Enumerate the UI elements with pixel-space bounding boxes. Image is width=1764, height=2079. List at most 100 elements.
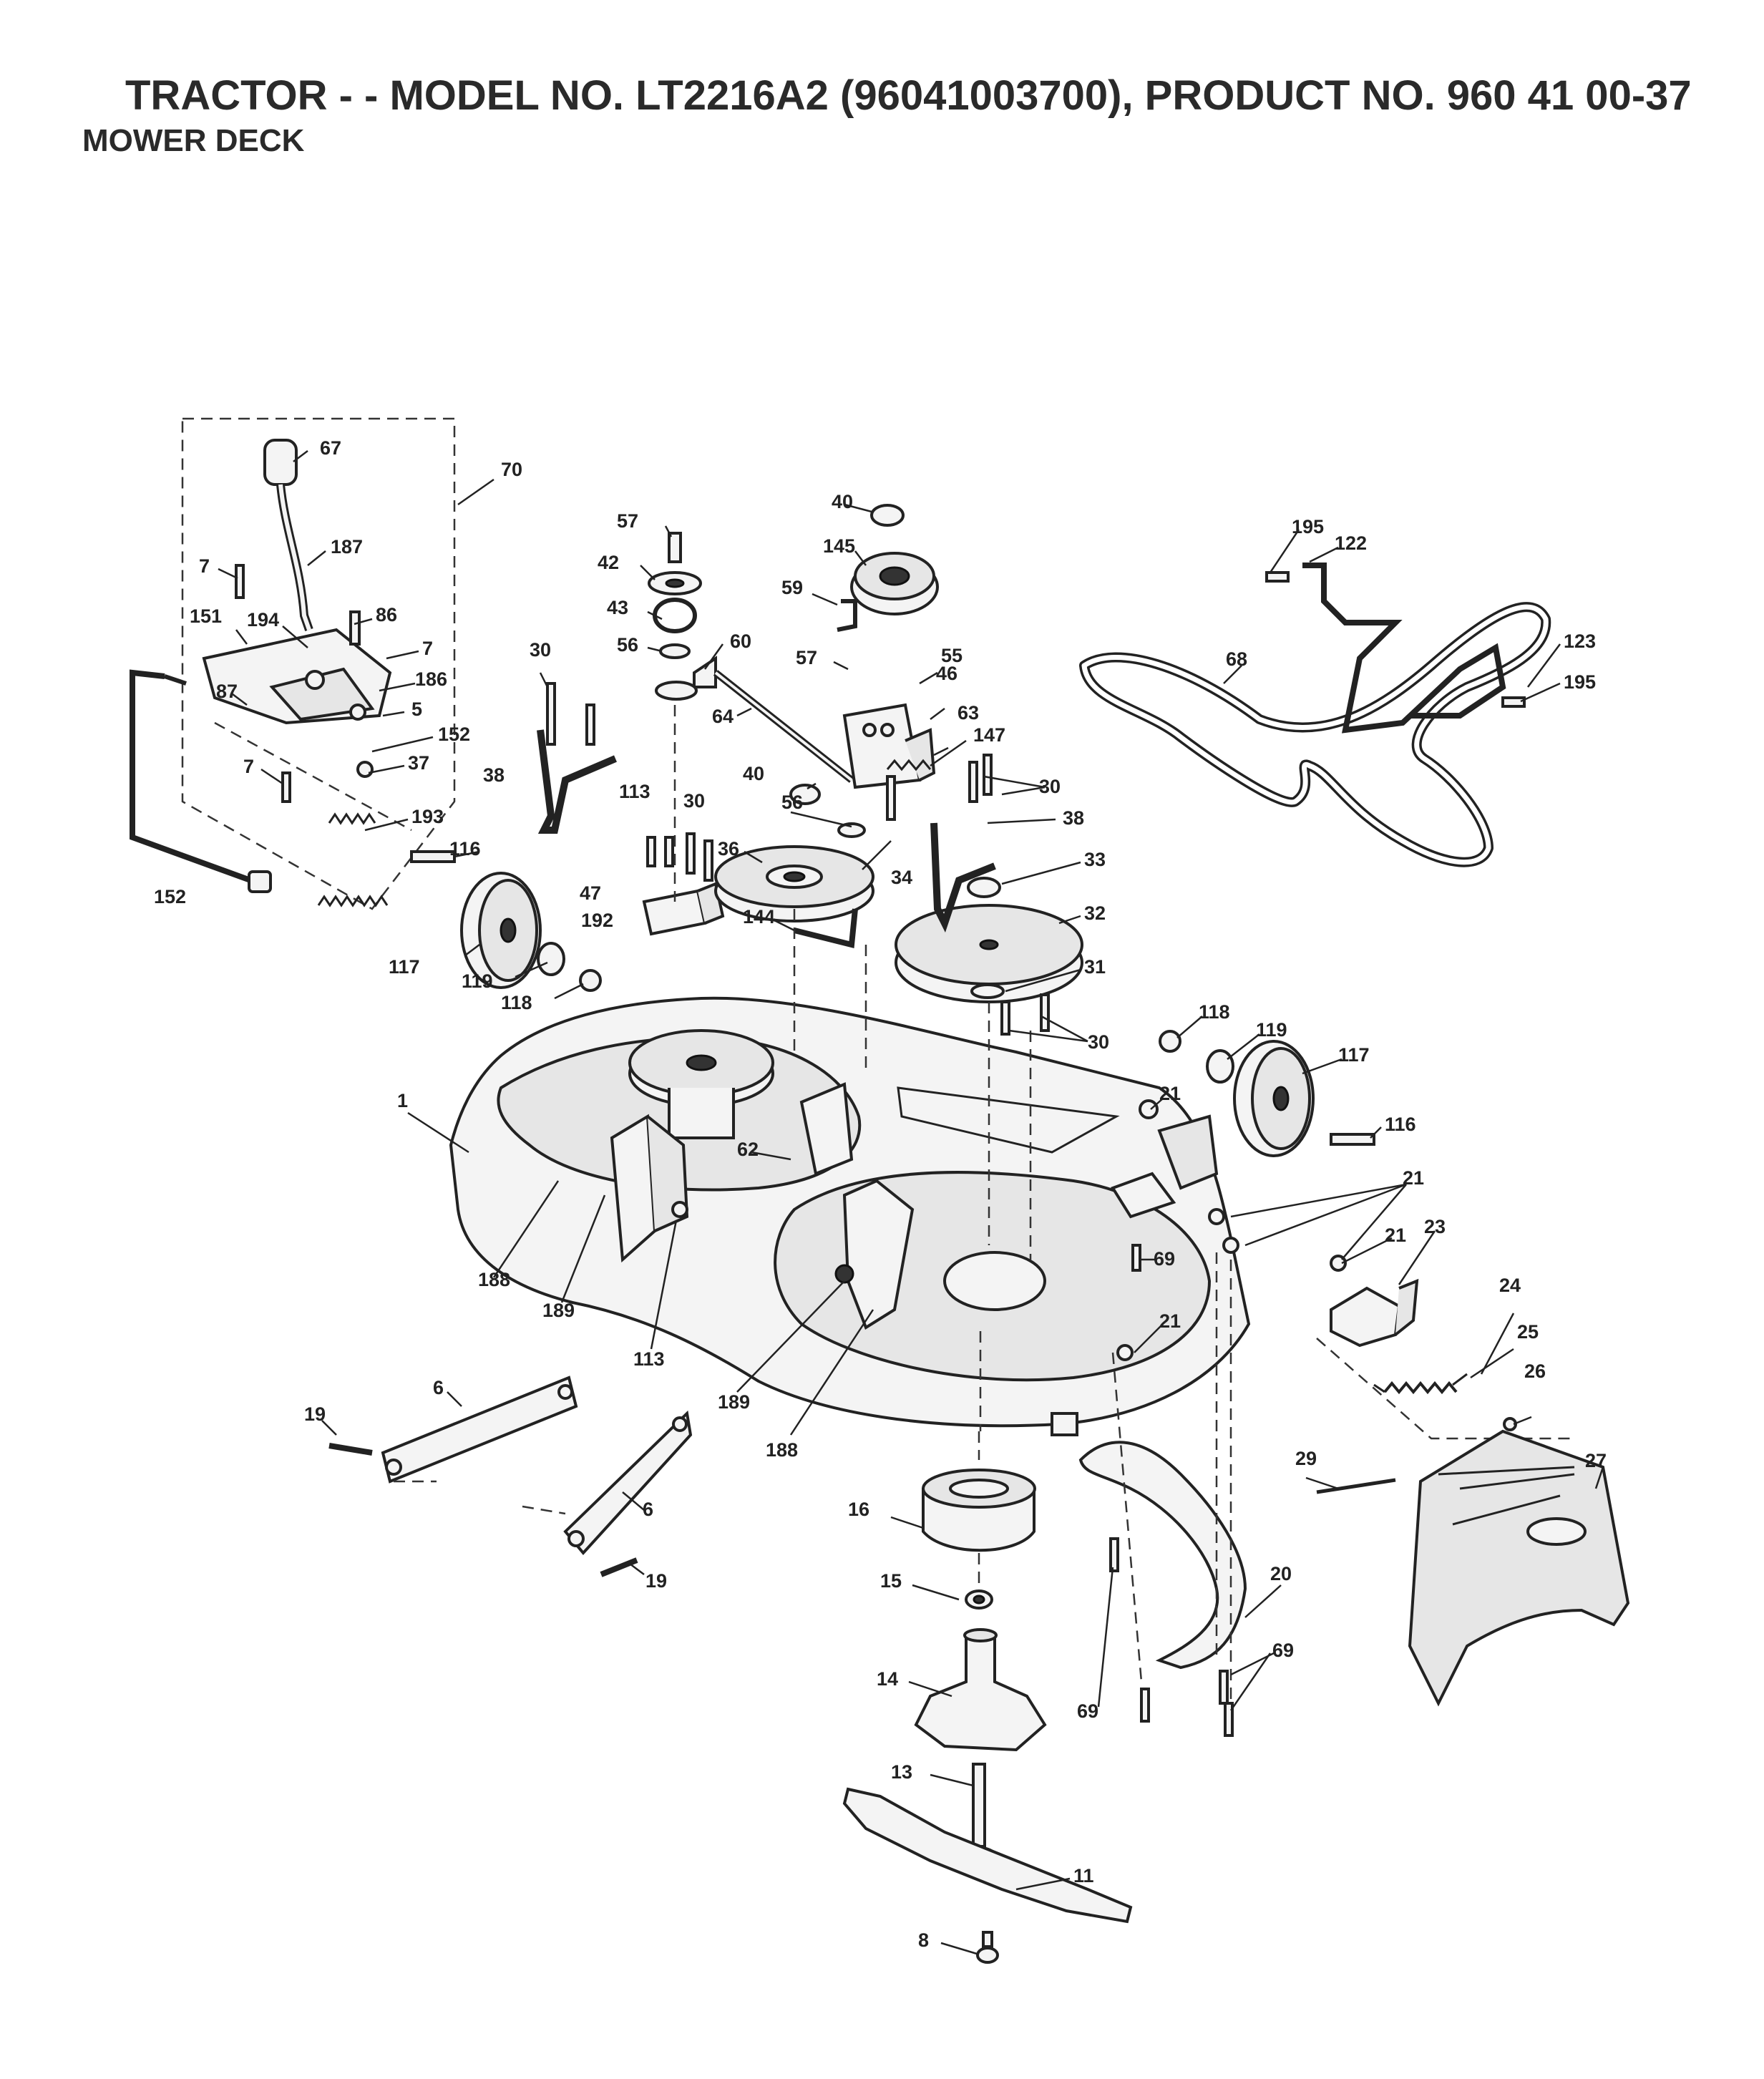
- gauge-wheel-left: [410, 850, 602, 992]
- callout-label: 69: [1077, 1700, 1098, 1722]
- callout-label: 7: [199, 555, 210, 577]
- callout-label: 5: [411, 698, 422, 720]
- callout-label: 42: [598, 552, 619, 573]
- callout-label: 30: [1088, 1031, 1109, 1053]
- callout-label: 189: [542, 1300, 575, 1321]
- callout-labels: 67 70 187 7 86 151 194 7 186 87 5 152 37…: [154, 437, 1607, 1951]
- idler-pulley-36: [714, 775, 896, 949]
- callout-label: 36: [718, 838, 739, 860]
- callout-label: 118: [501, 992, 532, 1013]
- callout-label: 119: [1256, 1019, 1287, 1041]
- discharge-assembly: [1078, 1099, 1630, 1737]
- callout-label: 37: [408, 752, 429, 774]
- callout-label: 20: [1270, 1563, 1292, 1584]
- callout-label: 11: [1073, 1865, 1094, 1886]
- lift-lever-assembly: [130, 417, 456, 910]
- callout-label: 26: [1524, 1360, 1546, 1382]
- callout-label: 87: [216, 681, 238, 702]
- callout-label: 70: [501, 459, 522, 480]
- callout-label: 38: [1063, 807, 1084, 829]
- callout-label: 195: [1564, 671, 1596, 693]
- callout-label: 6: [433, 1377, 444, 1398]
- callout-label: 187: [331, 536, 363, 558]
- callout-label: 40: [832, 491, 853, 512]
- callout-label: 40: [743, 763, 764, 784]
- callout-label: 33: [1084, 849, 1106, 870]
- callout-label: 8: [918, 1929, 929, 1951]
- callout-label: 113: [633, 1348, 665, 1370]
- callout-label: 59: [781, 577, 803, 598]
- callout-label: 32: [1084, 902, 1106, 924]
- callout-label: 195: [1292, 516, 1324, 537]
- discharge-chute: [1408, 1429, 1630, 1707]
- callout-label: 55: [941, 645, 963, 666]
- callout-label: 119: [462, 970, 493, 992]
- callout-label: 152: [154, 886, 186, 907]
- callout-label: 21: [1403, 1167, 1424, 1189]
- callout-label: 21: [1159, 1310, 1181, 1332]
- callout-label: 144: [743, 906, 775, 927]
- deck-pulley-32: [895, 754, 1083, 1036]
- callout-label: 34: [891, 867, 912, 888]
- callout-label: 16: [848, 1499, 869, 1520]
- callout-label: 86: [376, 604, 397, 625]
- lift-links: [328, 1376, 693, 1577]
- callout-label: 193: [411, 806, 444, 827]
- mower-blade: [842, 1787, 1133, 1924]
- callout-label: 152: [438, 724, 470, 745]
- callout-label: 67: [320, 437, 341, 459]
- mower-deck-housing: [449, 996, 1251, 1436]
- callout-label: 63: [957, 702, 979, 724]
- callout-label: 30: [530, 639, 551, 661]
- callout-label: 31: [1084, 956, 1106, 978]
- callout-label: 117: [1338, 1044, 1370, 1066]
- callout-label: 123: [1564, 630, 1596, 652]
- callout-label: 21: [1385, 1224, 1406, 1246]
- callout-label: 56: [781, 792, 803, 813]
- callout-label: 56: [617, 634, 638, 656]
- callout-label: 118: [1199, 1001, 1230, 1023]
- callout-label: 7: [422, 638, 433, 659]
- callout-label: 69: [1272, 1640, 1294, 1661]
- callout-label: 192: [581, 910, 613, 931]
- callout-label: 57: [617, 510, 638, 532]
- callout-label: 46: [936, 663, 957, 684]
- lever-knob: [263, 439, 298, 486]
- callout-label: 69: [1154, 1248, 1175, 1270]
- blade-spindle-stack: [842, 1469, 1133, 1964]
- callout-label: 1: [397, 1090, 408, 1111]
- callout-label: 189: [718, 1391, 750, 1413]
- callout-label: 24: [1499, 1275, 1521, 1296]
- callout-label: 64: [712, 706, 734, 727]
- belt-guide-rods: [1265, 563, 1526, 734]
- gauge-wheel-right: [1159, 1030, 1375, 1157]
- callout-label: 19: [304, 1403, 326, 1425]
- callout-label: 21: [1159, 1083, 1181, 1104]
- callout-label: 60: [730, 630, 751, 652]
- callout-label: 25: [1517, 1321, 1539, 1343]
- callout-label: 7: [243, 756, 254, 777]
- callout-label: 19: [645, 1570, 667, 1592]
- callout-label: 122: [1335, 532, 1367, 554]
- callout-label: 116: [1385, 1114, 1416, 1135]
- callout-label: 57: [796, 647, 817, 668]
- callout-label: 14: [877, 1668, 898, 1690]
- callout-label: 30: [1039, 776, 1061, 797]
- idler-pulley-145: [837, 504, 939, 632]
- callout-label: 188: [766, 1439, 798, 1461]
- callout-label: 23: [1424, 1216, 1446, 1237]
- callout-label: 68: [1226, 648, 1247, 670]
- deflector-20: [1078, 1441, 1247, 1670]
- callout-label: 43: [607, 597, 628, 618]
- callout-label: 62: [737, 1139, 759, 1160]
- callout-label: 145: [823, 535, 855, 557]
- callout-label: 188: [478, 1269, 510, 1290]
- callout-label: 30: [683, 790, 705, 812]
- callout-label: 113: [619, 781, 650, 802]
- callout-label: 38: [483, 764, 505, 786]
- leader-lines: [218, 450, 1604, 1955]
- callout-label: 6: [643, 1499, 653, 1520]
- page-subtitle: MOWER DECK: [82, 123, 305, 158]
- callout-label: 27: [1585, 1450, 1607, 1471]
